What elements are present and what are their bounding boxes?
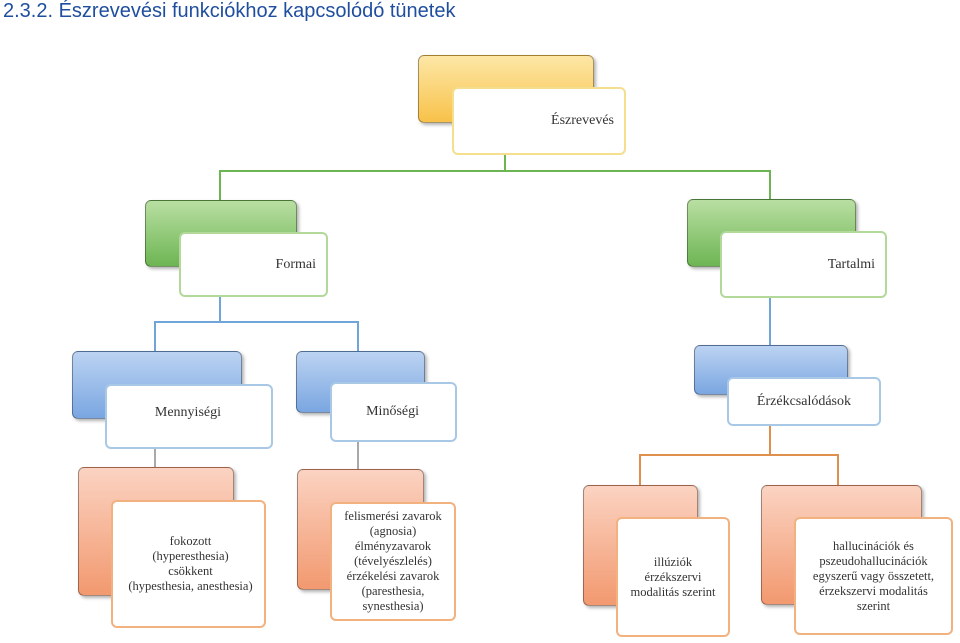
page-heading: 2.3.2. Észrevevési funkciókhoz kapcsolód… <box>3 0 456 22</box>
mennyisegi-label: Mennyiségi <box>154 405 221 420</box>
hallucinaciok-node: hallucinációk és pszeudohallucinációk eg… <box>794 517 953 635</box>
minosegi-detail-node: felismerési zavarok (agnosia) élményzava… <box>330 502 456 621</box>
mennyisegi-detail-text: fokozott (hyperesthesia) csökkent (hypes… <box>128 534 253 593</box>
root-node: Észrevevés <box>452 87 626 155</box>
formai-label: Formai <box>275 256 316 272</box>
erzekcsalodasok-label: Érzékcsalódások <box>756 393 851 409</box>
connector-formai-level3 <box>154 297 359 384</box>
mennyisegi-detail-node: fokozott (hyperesthesia) csökkent (hypes… <box>111 500 266 628</box>
erzekcsalodasok-node: Érzékcsalódások <box>727 377 881 426</box>
minosegi-label: Minőségi <box>366 404 419 419</box>
illuziok-node: illúziók érzékszervi modalitás szerint <box>616 517 730 637</box>
minosegi-detail-text: felismerési zavarok (agnosia) élményzava… <box>344 509 442 613</box>
connector-erzek-level4 <box>639 426 839 517</box>
tartalmi-label: Tartalmi <box>827 256 875 272</box>
connector-root-level2 <box>219 155 771 232</box>
mennyisegi-node: Mennyiségi <box>105 384 273 449</box>
formai-node: Formai <box>179 232 328 297</box>
hallucinaciok-text: hallucinációk és pszeudohallucinációk eg… <box>812 538 935 613</box>
tartalmi-node: Tartalmi <box>720 231 887 298</box>
root-label: Észrevevés <box>551 113 614 128</box>
minosegi-node: Minőségi <box>330 382 457 442</box>
illuziok-text: illúziók érzékszervi modalitás szerint <box>630 554 716 599</box>
